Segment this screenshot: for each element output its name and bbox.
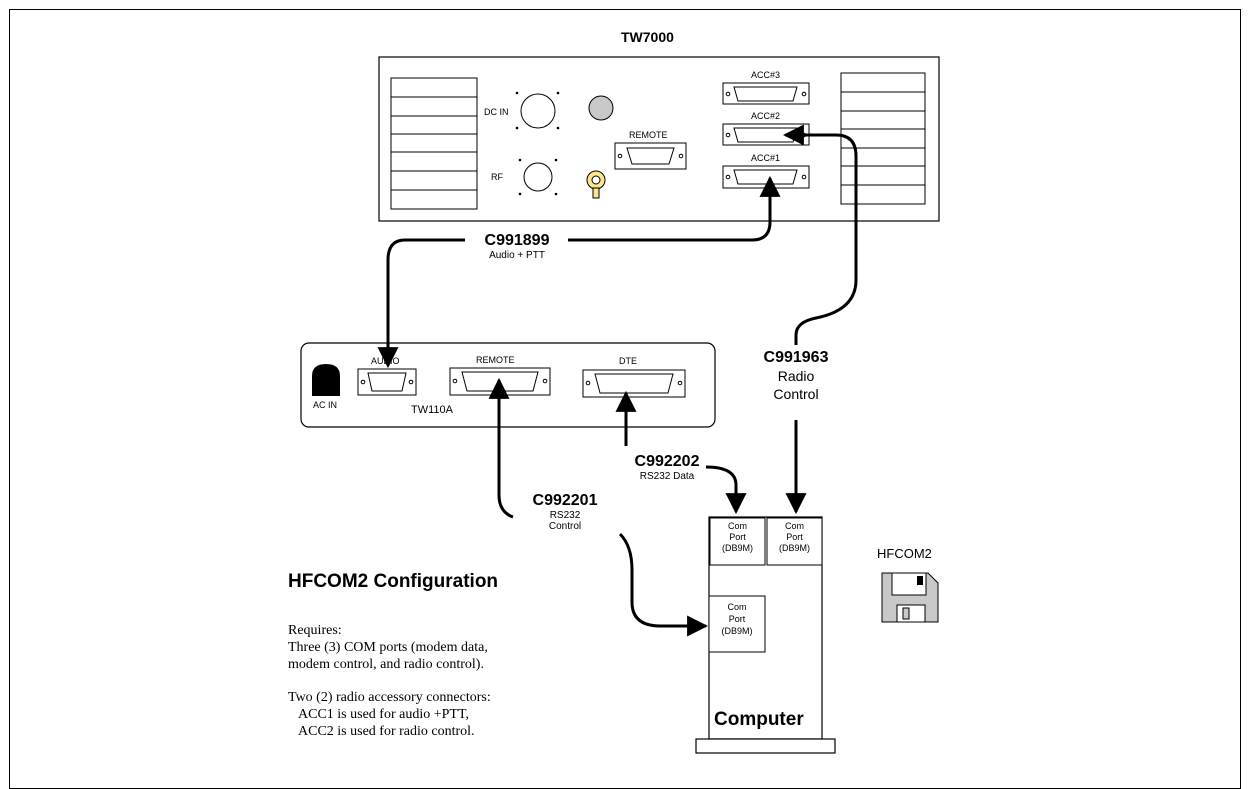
com-port-box-1 <box>709 517 766 566</box>
config-com-line-2: modem control, and radio control). <box>288 657 484 672</box>
cable-c992201-desc-2: Control <box>548 521 582 532</box>
com-port-3-label: Com Port (DB9M) <box>709 601 765 637</box>
cable-c992201-top <box>488 377 514 519</box>
tw7000-panel <box>378 56 940 222</box>
config-acc-line-1: Two (2) radio accessory connectors: <box>288 690 491 705</box>
com-port-1-line-2: Port <box>729 532 746 542</box>
cable-c992202-bottom <box>705 465 747 515</box>
config-com-line-1: Three (3) COM ports (modem data, <box>288 640 488 655</box>
cable-c991899-id: C991899 <box>484 232 550 249</box>
hfcom2-label: HFCOM2 <box>877 546 932 561</box>
floppy-disk-icon <box>881 572 939 623</box>
rf-connector <box>518 158 558 196</box>
computer-tower <box>695 516 836 754</box>
config-heading: HFCOM2 Configuration <box>288 571 499 592</box>
config-acc-line-3: ACC2 is used for radio control. <box>298 724 475 739</box>
com-port-2-line-1: Com <box>784 521 804 531</box>
dte-connector <box>582 369 686 398</box>
com-port-2-line-2: Port <box>786 532 803 542</box>
config-acc-line-2: ACC1 is used for audio +PTT, <box>298 707 469 722</box>
com-port-3-line-1: Com <box>727 602 747 612</box>
com-port-1-line-3: (DB9M) <box>722 543 753 553</box>
config-requires: Requires: <box>288 623 342 638</box>
dc-in-connector <box>515 91 560 130</box>
cable-c992202-desc: RS232 Data <box>639 471 695 482</box>
cable-c992201-desc-1: RS232 <box>549 510 581 521</box>
rf-label: RF <box>491 172 503 182</box>
radio-title: TW7000 <box>621 29 674 45</box>
radio-remote-label: REMOTE <box>629 130 668 140</box>
cable-c992202-label: C992202 RS232 Data <box>621 453 713 482</box>
grey-knob <box>588 95 614 121</box>
cable-c991899-desc: Audio + PTT <box>489 250 545 261</box>
cable-c991963-top <box>782 124 858 345</box>
ground-lug-icon <box>586 170 606 199</box>
acc1-label: ACC#1 <box>751 153 781 163</box>
cable-c991899-left <box>377 238 465 369</box>
cable-c992201-bottom <box>618 532 709 637</box>
com-port-1-label: Com Port (DB9M) <box>710 521 765 554</box>
dte-label: DTE <box>619 356 637 366</box>
cable-c992202-id: C992202 <box>634 453 700 470</box>
com-port-box-3 <box>708 595 766 653</box>
modem-remote-label: REMOTE <box>476 355 515 365</box>
com-port-box-2 <box>766 517 823 566</box>
com-port-2-line-3: (DB9M) <box>779 543 810 553</box>
com-port-2-label: Com Port (DB9M) <box>767 521 822 554</box>
cable-c992201-label: C992201 RS232 Control <box>519 492 611 532</box>
audio-connector <box>357 368 417 396</box>
cable-c991899-right <box>568 175 781 242</box>
left-heatsink <box>390 77 478 210</box>
com-port-3-line-2: Port <box>728 614 746 624</box>
cables <box>377 124 858 637</box>
acc3-label: ACC#3 <box>751 70 781 80</box>
acc2-label: ACC#2 <box>751 111 781 121</box>
ac-in-label: AC IN <box>313 400 338 410</box>
acc1-connector <box>722 165 810 189</box>
com-port-1-line-1: Com <box>727 521 747 531</box>
com-port-3-line-3: (DB9M) <box>721 626 753 636</box>
cable-c991963-desc-2: Control <box>773 386 819 402</box>
cable-c991963-label: C991963 Radio Control <box>750 349 842 403</box>
radio-remote-connector <box>614 142 687 170</box>
cable-c991963-desc-1: Radio <box>777 368 815 384</box>
cable-c992201-id: C992201 <box>532 492 598 509</box>
modem-name: TW110A <box>411 404 453 416</box>
acc3-connector <box>722 82 810 105</box>
cable-c991963-id: C991963 <box>763 349 829 366</box>
ac-in-plug-icon <box>312 364 340 396</box>
diagram-canvas <box>300 56 940 754</box>
computer-label: Computer <box>714 709 804 730</box>
cable-c991899-label: C991899 Audio + PTT <box>466 232 568 261</box>
dc-in-label: DC IN <box>484 107 509 117</box>
audio-label: AUDIO <box>371 356 400 366</box>
